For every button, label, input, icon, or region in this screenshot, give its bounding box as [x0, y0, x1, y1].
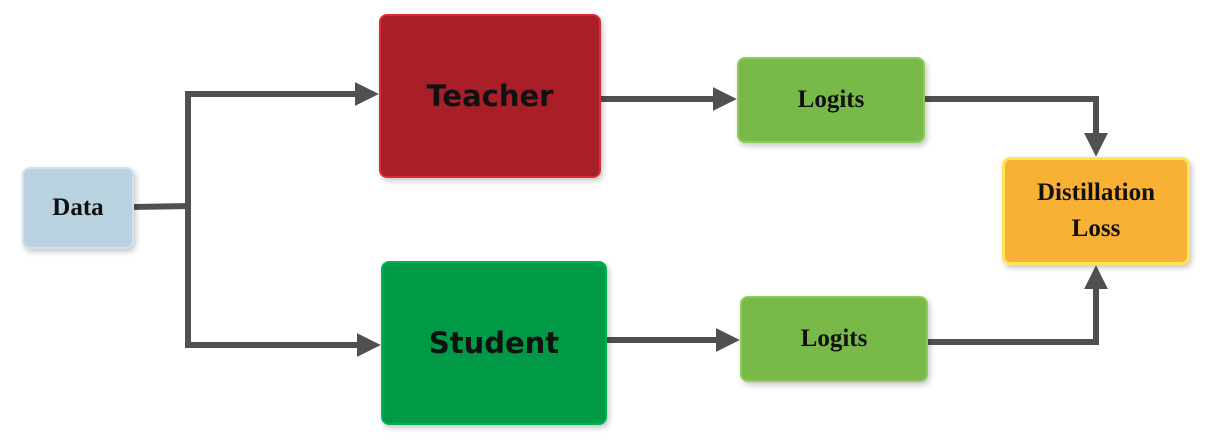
data-node: Data [22, 167, 134, 249]
arrow-teacher-logits-to-loss [925, 96, 1108, 157]
teacher-logits-node: Logits [737, 57, 925, 143]
student-node: Student [381, 261, 607, 425]
student-label: Student [428, 326, 560, 360]
data-output-connector [130, 202, 192, 211]
teacher-node: Teacher [379, 14, 601, 178]
distillation-loss-label-line1: Distillation [1036, 178, 1156, 206]
arrow-student-logits-to-loss [928, 265, 1108, 345]
distillation-loss-node: Distillation Loss [1002, 157, 1190, 265]
data-label: Data [52, 194, 104, 221]
teacher-label: Teacher [426, 79, 554, 113]
teacher-logits-label: Logits [797, 86, 865, 113]
student-logits-node: Logits [740, 296, 928, 382]
distillation-loss-label-line2: Loss [1071, 215, 1121, 242]
student-logits-label: Logits [800, 325, 868, 352]
